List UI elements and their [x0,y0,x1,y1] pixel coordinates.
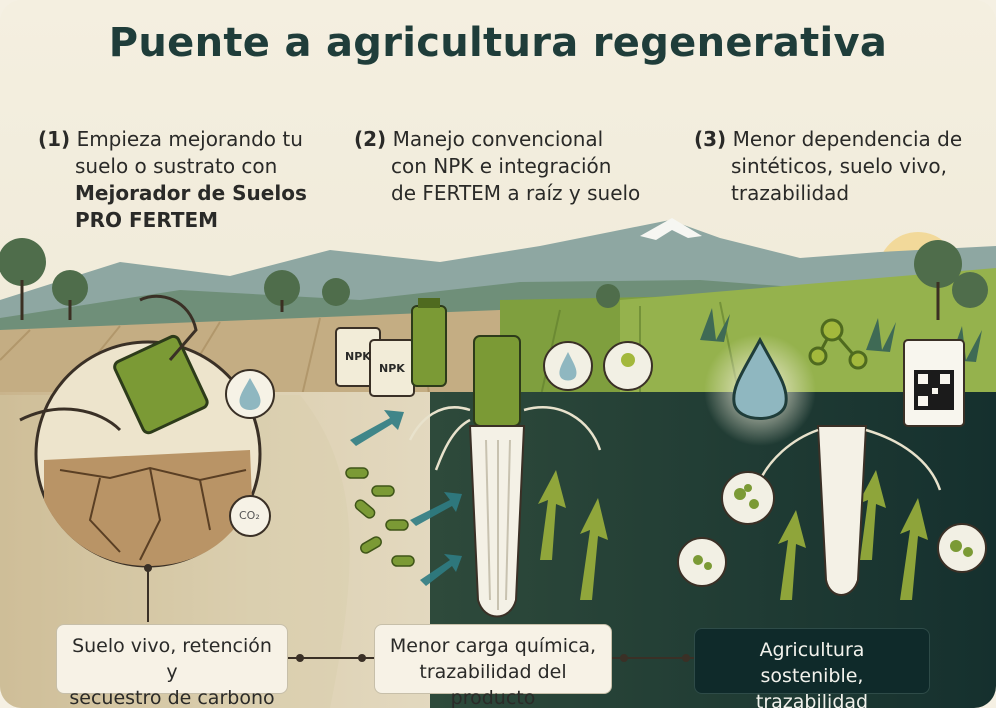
result-box-chemical-load: Menor carga química, trazabilidad del pr… [374,624,612,708]
step-line: con NPK e integración [391,154,612,178]
box-line: trazabilidad del producto [419,661,567,708]
qr-code-icon [903,339,965,427]
step-line: sintéticos, suelo vivo, [731,154,947,178]
box-line: secuestro de carbono [69,687,275,708]
step-2-text: (2) Manejo convencional con NPK e integr… [354,126,654,207]
step-number: (2) [354,127,387,151]
fertilizer-bottle-icon [113,334,209,435]
box-line: Suelo vivo, retención y [72,635,272,683]
step-line: Empieza mejorando tu [76,127,303,151]
step-bold-line: PRO FERTEM [75,208,219,232]
result-box-living-soil: Suelo vivo, retención y secuestro de car… [56,624,288,708]
step-1-text: (1) Empieza mejorando tu suelo o sustrat… [38,126,338,234]
water-drop-icon-large [732,336,788,420]
page-title: Puente a agricultura regenerativa [108,20,888,66]
step-3-text: (3) Menor dependencia de sintéticos, sue… [694,126,984,207]
co2-bubble-icon [229,495,271,537]
water-drop-icon [239,378,261,410]
step-line: Menor dependencia de [732,127,963,151]
carbon-molecule-icon [808,318,868,370]
step-line: Manejo convencional [392,127,604,151]
step-number: (3) [694,127,727,151]
step-line: suelo o sustrato con [75,154,278,178]
box-line: trazabilidad certificada [755,691,869,708]
co2-label: CO₂ [239,509,260,522]
step-bold-line: Mejorador de Suelos [75,181,307,205]
box-line: Agricultura sostenible, [759,639,865,687]
step-line: trazabilidad [731,181,850,205]
result-box-sustainable: Agricultura sostenible, trazabilidad cer… [694,628,930,708]
npk-bag-label: NPK [379,362,405,375]
npk-bag-label: NPK [345,350,371,363]
step-number: (1) [38,127,71,151]
root-system-center [408,335,602,618]
step-line: de FERTEM a raíz y suelo [391,181,641,205]
box-line: Menor carga química, [389,635,597,657]
